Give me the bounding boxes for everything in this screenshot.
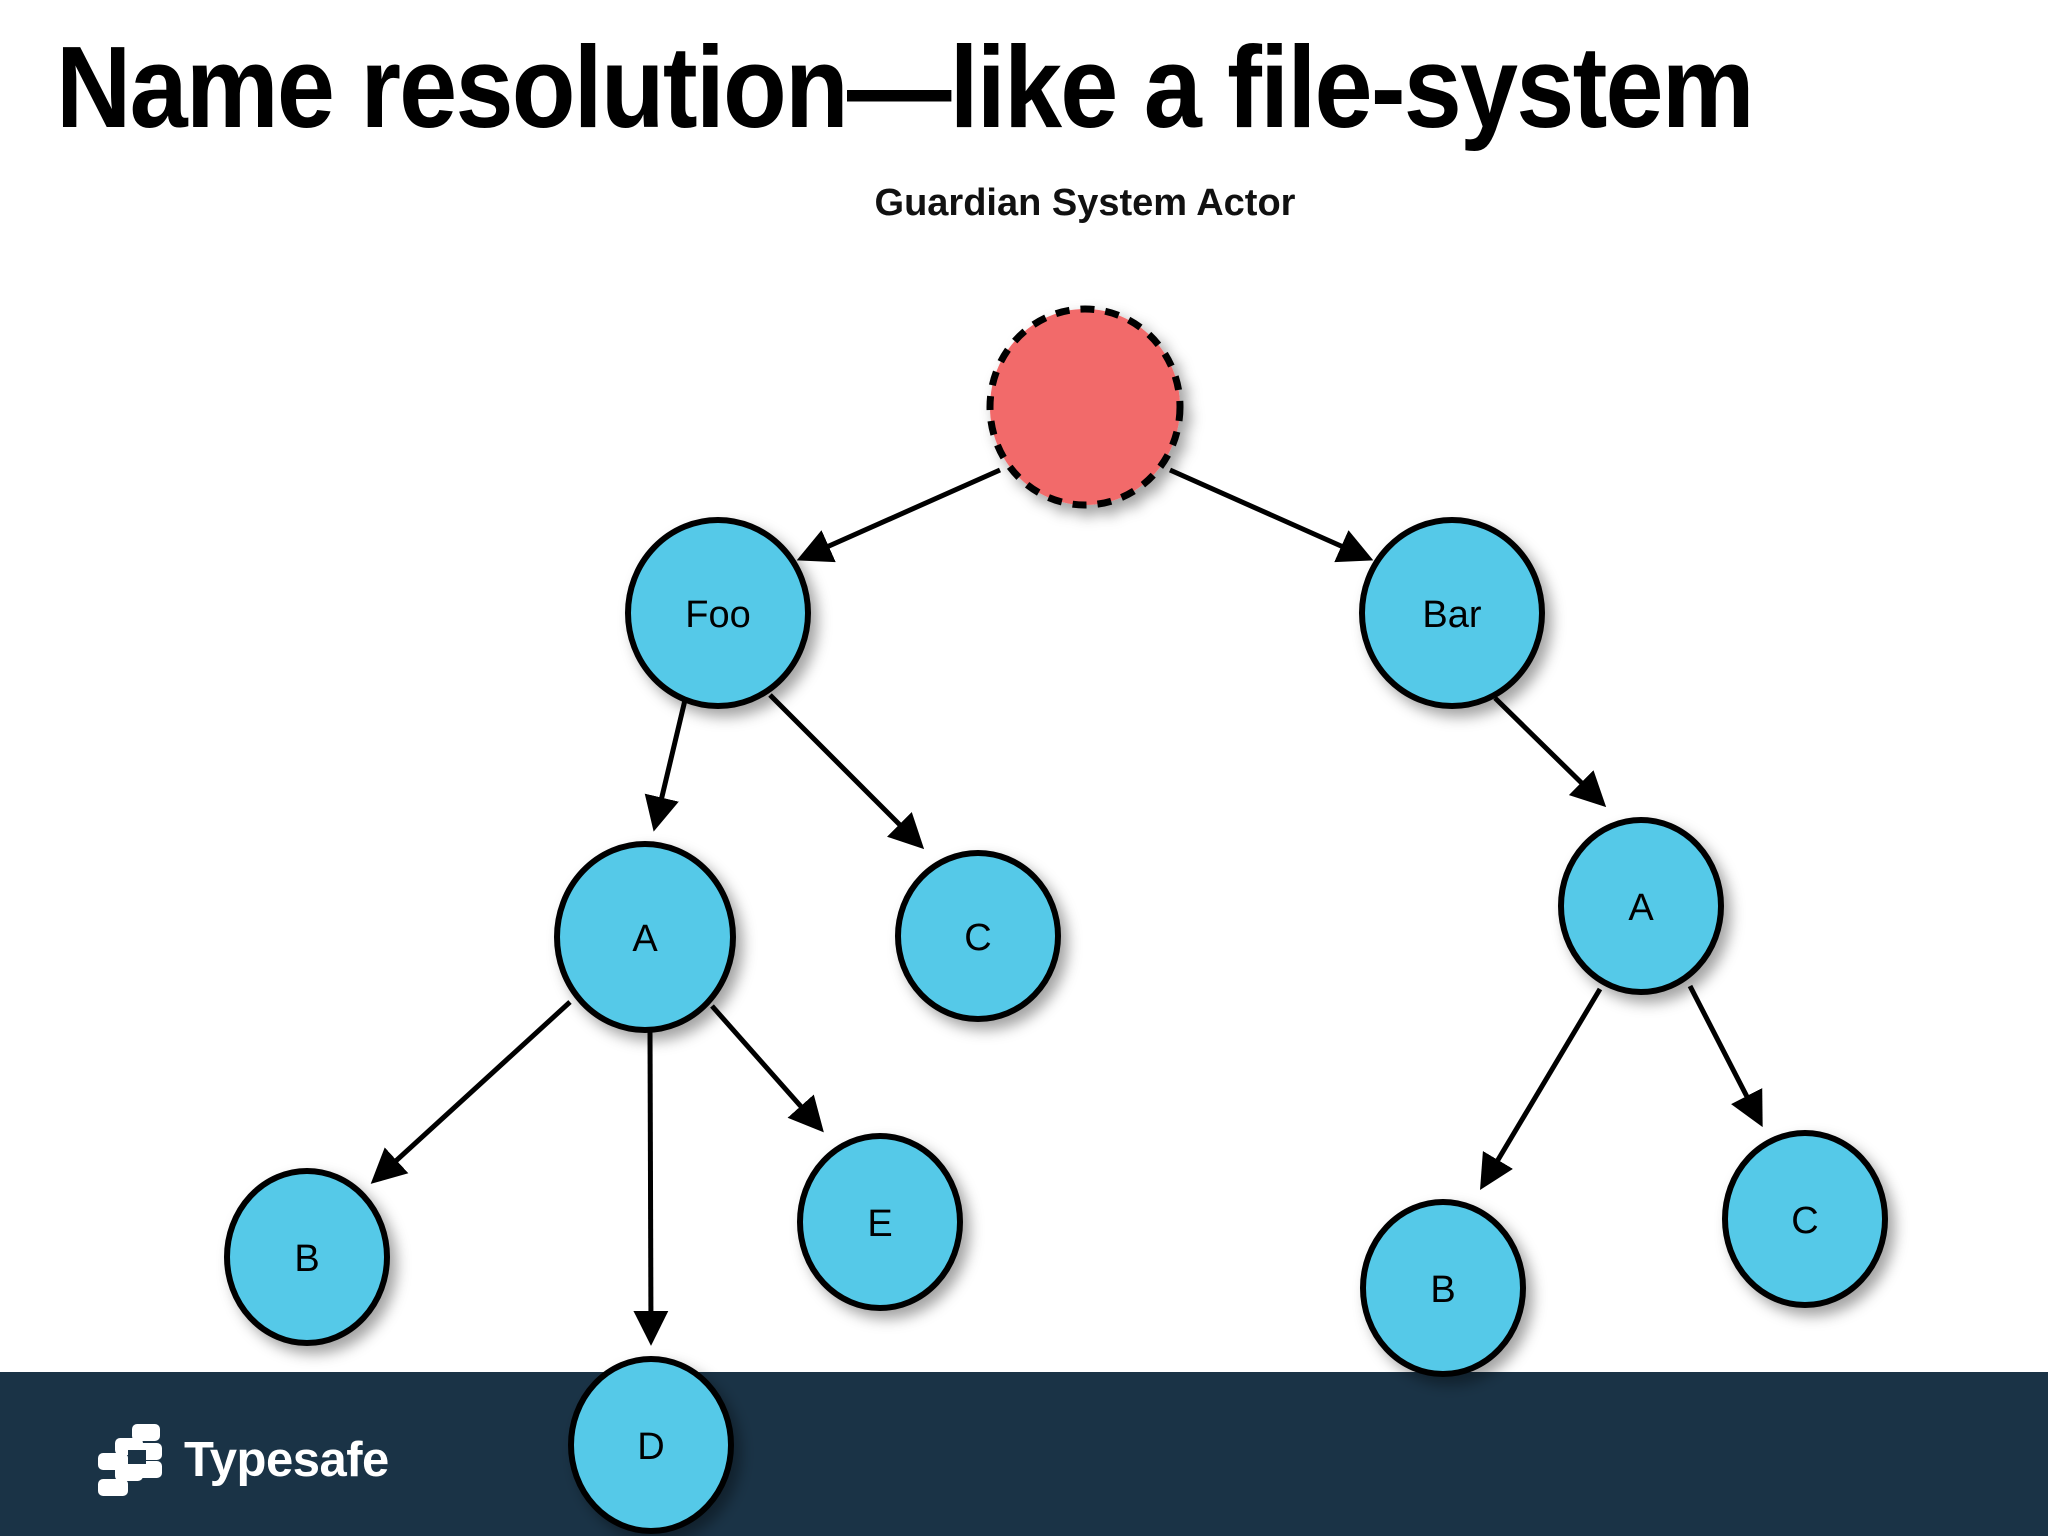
tree-node-foo-c[interactable]: C: [895, 850, 1061, 1022]
tree-edge-foo-a-to-foo-a-e: [710, 1004, 824, 1133]
footer-bar: [0, 1372, 2048, 1536]
node-shape-foo-a[interactable]: [554, 841, 736, 1033]
node-shape-bar-a-c[interactable]: [1722, 1130, 1888, 1308]
tree-edge-foo-to-foo-a: [644, 699, 688, 832]
tree-edge-bar-to-bar-a: [1493, 696, 1607, 808]
node-shape-foo-a-b[interactable]: [224, 1168, 390, 1346]
tree-edge-bar-a-to-bar-a-c: [1687, 984, 1763, 1128]
tree-edge-foo-a-to-foo-a-d: [633, 1029, 669, 1346]
footer-brand: Typesafe: [98, 1424, 389, 1496]
node-shape-foo[interactable]: [625, 517, 811, 709]
tree-edge-guardian-to-foo: [796, 467, 1002, 563]
tree-edge-foo-to-foo-c: [768, 693, 925, 850]
node-shape-guardian[interactable]: [986, 305, 1184, 509]
tree-edge-bar-a-to-bar-a-b: [1480, 987, 1603, 1191]
tree-node-bar-a-c[interactable]: C: [1722, 1130, 1888, 1308]
typesafe-logo-icon: [98, 1424, 162, 1496]
tree-node-guardian[interactable]: [986, 305, 1184, 509]
tree-edge-guardian-to-bar: [1168, 467, 1374, 563]
node-shape-foo-c[interactable]: [895, 850, 1061, 1022]
node-shape-bar[interactable]: [1359, 517, 1545, 709]
diagram-caption: Guardian System Actor: [875, 182, 1296, 224]
node-shape-foo-a-e[interactable]: [797, 1133, 963, 1311]
brand-name: Typesafe: [184, 1432, 389, 1487]
tree-edge-foo-a-to-foo-a-b: [370, 1000, 572, 1184]
tree-node-foo[interactable]: Foo: [625, 517, 811, 709]
tree-node-bar-a[interactable]: A: [1558, 817, 1724, 995]
page-title: Name resolution—like a file-system: [56, 22, 1755, 152]
node-shape-bar-a[interactable]: [1558, 817, 1724, 995]
tree-node-foo-a-b[interactable]: B: [224, 1168, 390, 1346]
tree-node-foo-a-e[interactable]: E: [797, 1133, 963, 1311]
tree-node-bar[interactable]: Bar: [1359, 517, 1545, 709]
tree-node-foo-a[interactable]: A: [554, 841, 736, 1033]
tree-edges-layer: [370, 467, 1763, 1346]
